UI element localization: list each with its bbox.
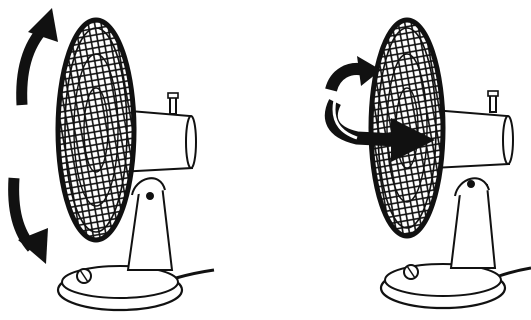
tilt-up-arrow-icon	[22, 8, 58, 105]
fan-base	[381, 264, 531, 308]
oscillate-panel	[265, 0, 531, 320]
fan-stand	[128, 178, 172, 270]
fan-base	[58, 266, 214, 310]
oscillate-fan-drawing	[265, 0, 531, 320]
fan-stand	[451, 178, 495, 268]
tilt-panel	[0, 0, 265, 320]
fan-guard	[58, 20, 134, 240]
tilt-fan-drawing	[0, 0, 265, 320]
tilt-down-arrow-icon	[14, 178, 48, 264]
